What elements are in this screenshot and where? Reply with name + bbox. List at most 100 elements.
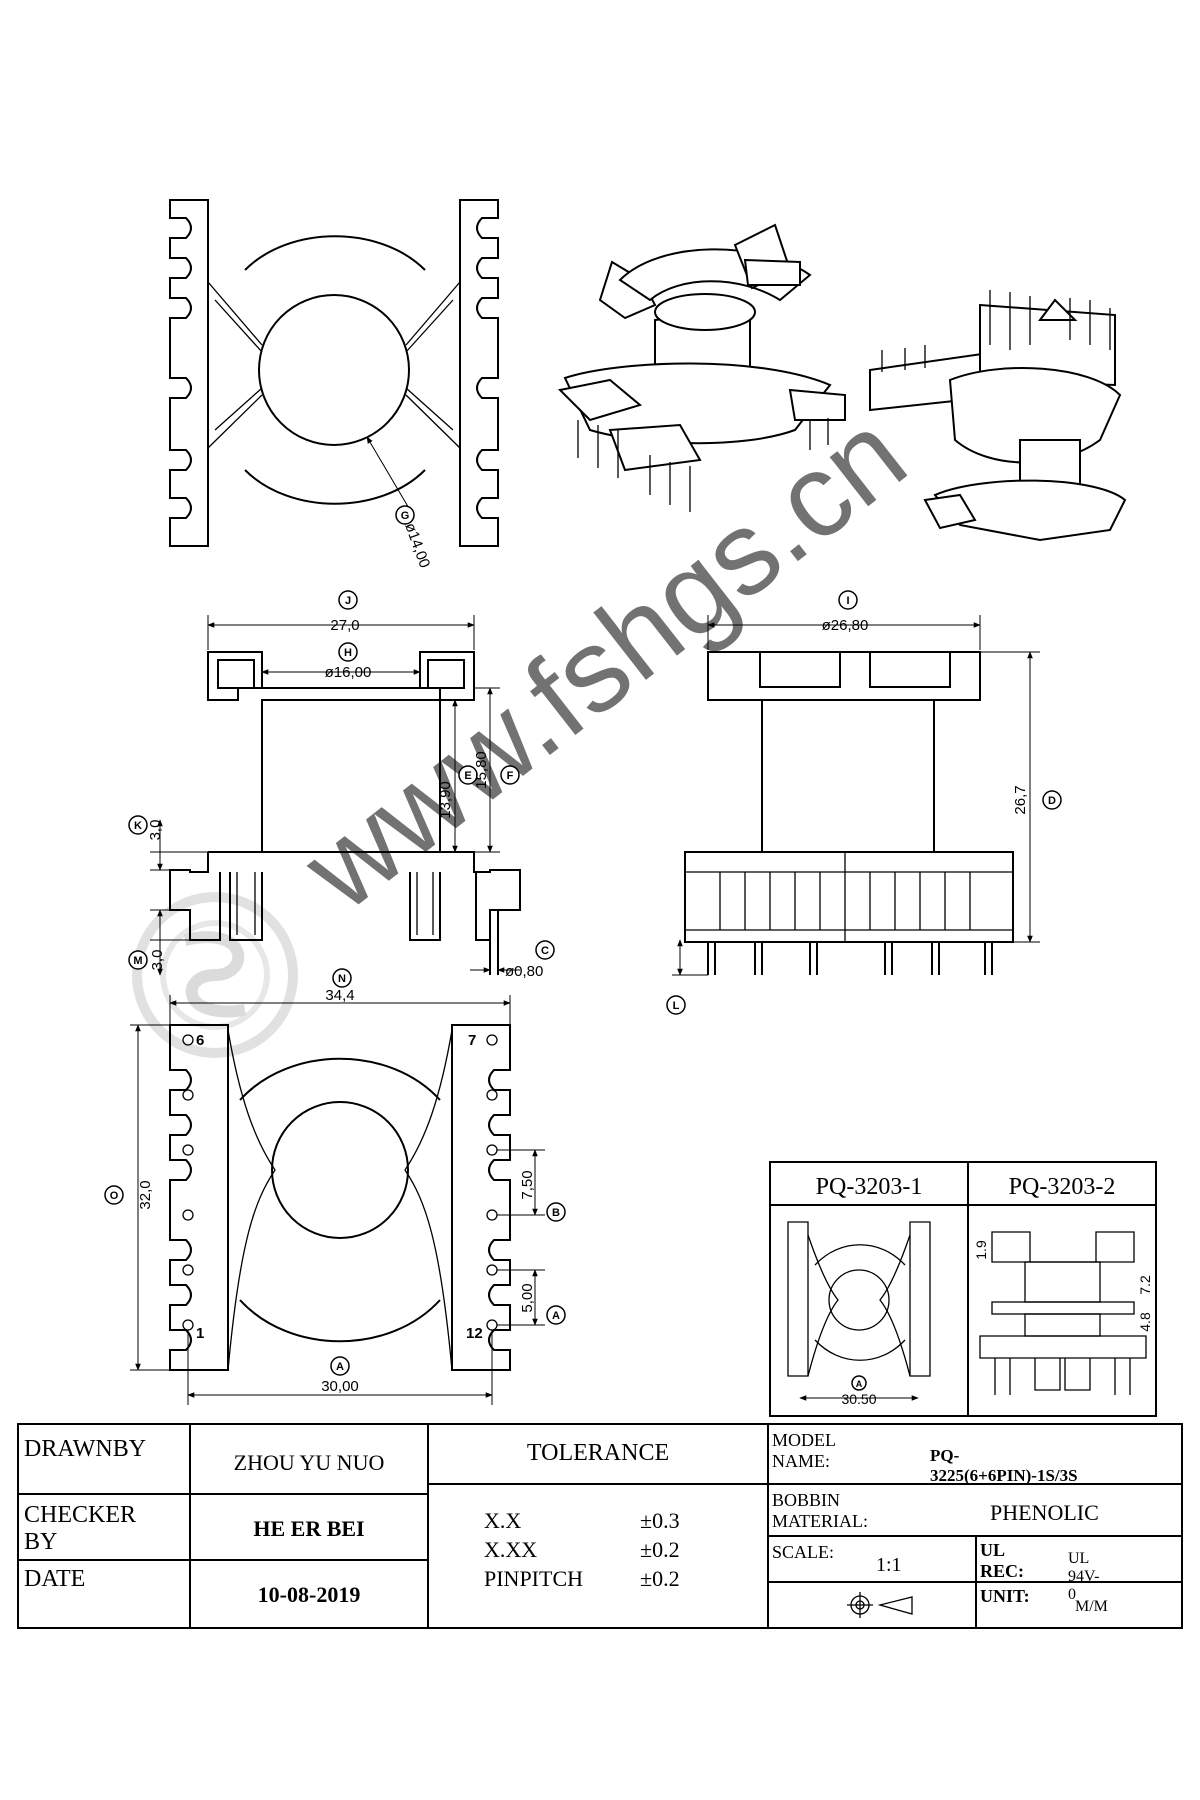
bubble-c: C [535, 940, 555, 960]
svg-text:M: M [133, 955, 142, 967]
front-view-bottom-flange [684, 851, 1014, 943]
projection-symbol [847, 1592, 913, 1618]
watermark-logo [132, 892, 298, 1058]
svg-text:E: E [464, 770, 471, 782]
dim-h-text: ø16,00 [325, 664, 372, 681]
variant-2-title: PQ-3203-2 [1009, 1174, 1116, 1200]
bubble-g: G [395, 505, 415, 525]
svg-text:O: O [110, 1190, 119, 1202]
top-view-core-hole [258, 294, 410, 446]
unit-label: UNIT: [980, 1586, 1030, 1606]
front-view-core [761, 699, 935, 853]
top-view: ø14,00 G [169, 199, 499, 571]
side-view-top-flange [207, 651, 475, 701]
bottom-view-right-rail [451, 1024, 511, 1371]
dim-n-text: 34,4 [325, 987, 354, 1004]
dim-d-text: 26,7 [1012, 785, 1029, 814]
bottom-view-flange-arcs [239, 1057, 441, 1343]
bubble-i: I [838, 590, 858, 610]
bubble-b2: A [546, 1305, 566, 1325]
bubble-n: N [332, 968, 352, 988]
svg-text:I: I [846, 595, 849, 607]
dim-k-text: 3,0 [147, 820, 164, 841]
variant-box: PQ-3203-1 PQ-3203-2 30.50 A 1.9 7.2 4.8 [769, 1161, 1157, 1417]
top-view-flange-outline [244, 235, 426, 505]
dim-j-text: 27,0 [330, 617, 359, 634]
front-view: ø26,80 I 26,7 D L [666, 590, 1062, 1015]
variant-1-drawing: 30.50 A [787, 1221, 931, 1407]
scale-label: SCALE: [772, 1542, 835, 1562]
dim-b1-text: 7,50 [519, 1170, 536, 1199]
svg-text:G: G [401, 510, 410, 522]
bubble-o: O [104, 1185, 124, 1205]
bottom-view-core-hole [271, 1101, 409, 1239]
bubble-a: A [330, 1356, 350, 1376]
unit-value: M/M [1075, 1598, 1108, 1615]
bottom-view: 6 7 1 12 34,4 N 32,0 O 7,50 B 5,00 A 30,… [104, 968, 566, 1405]
checker-value: HE ER BEI [253, 1516, 365, 1541]
svg-text:A: A [336, 1361, 344, 1373]
pin-label-6: 6 [196, 1032, 204, 1049]
title-block-grid [17, 1423, 1183, 1629]
dim-a-text: 30,00 [321, 1378, 359, 1395]
iso-view-1 [557, 223, 846, 512]
model-label: MODEL NAME: [772, 1430, 836, 1471]
scale-value: 1:1 [876, 1554, 902, 1576]
bottom-view-pin-holes [182, 1034, 498, 1331]
ulrec-value: UL 94V-0 [1068, 1550, 1100, 1603]
tol-pinpitch-label: PINPITCH [484, 1566, 584, 1591]
drawn-by-label: DRAWNBY [24, 1436, 147, 1462]
svg-text:A: A [856, 1379, 863, 1389]
side-view: 27,0 J ø16,00 H 13,90 E 15,80 F 3,0 K 3,… [128, 590, 555, 980]
front-view-top-flange [707, 651, 981, 701]
bubble-j: J [338, 590, 358, 610]
top-view-struts [207, 281, 461, 449]
drawn-by-value: ZHOU YU NUO [233, 1450, 385, 1475]
bubble-b1: B [546, 1202, 566, 1222]
variant-2-drawing: 1.9 7.2 4.8 [973, 1231, 1153, 1395]
dim-c-text: ø0,80 [505, 963, 543, 980]
tol-xx-label: X.X [484, 1508, 522, 1533]
svg-text:A: A [552, 1310, 560, 1322]
dim-b2-text: 5,00 [519, 1283, 536, 1312]
svg-text:B: B [552, 1207, 560, 1219]
svg-text:D: D [1048, 795, 1056, 807]
bubble-e: E [458, 765, 478, 785]
variant-1-title: PQ-3203-1 [816, 1174, 923, 1200]
svg-text:K: K [134, 820, 142, 832]
svg-text:C: C [541, 945, 549, 957]
svg-text:L: L [673, 1000, 680, 1012]
top-view-right-rail [459, 199, 499, 547]
material-label: BOBBIN MATERIAL: [772, 1490, 868, 1531]
svg-text:H: H [344, 647, 352, 659]
tolerance-label: TOLERANCE [526, 1440, 670, 1466]
watermark-text: www.fshgs.cn [279, 387, 930, 936]
dim-i-text: ø26,80 [822, 617, 869, 634]
pin-label-1: 1 [196, 1325, 204, 1342]
checker-label: CHECKER BY [24, 1502, 137, 1555]
tol-xxx-value: ±0.2 [640, 1537, 680, 1562]
variant-1-dim: 30.50 [841, 1391, 876, 1407]
bubble-f: F [500, 765, 520, 785]
side-view-bottom-flange [169, 851, 521, 941]
dim-m-text: 3,0 [149, 950, 166, 971]
dim-g-text: ø14,00 [401, 521, 433, 571]
dim-f-text: 15,80 [473, 751, 490, 789]
bubble-m: M [128, 950, 148, 970]
tol-pinpitch-value: ±0.2 [640, 1566, 680, 1591]
variant-2-dim-3: 4.8 [1137, 1312, 1153, 1332]
dim-o-text: 32,0 [137, 1180, 154, 1209]
svg-text:N: N [338, 973, 346, 985]
variant-2-dim-1: 1.9 [973, 1240, 989, 1260]
tol-xx-value: ±0.3 [640, 1508, 680, 1533]
dim-e-text: 13,90 [437, 781, 454, 819]
bottom-view-left-rail [169, 1024, 229, 1371]
pin-label-7: 7 [468, 1032, 476, 1049]
svg-text:F: F [507, 770, 514, 782]
variant-1-bubble: A [851, 1375, 867, 1391]
svg-text:J: J [345, 595, 351, 607]
bubble-h: H [338, 642, 358, 662]
top-view-left-rail [169, 199, 209, 547]
bubble-l: L [666, 995, 686, 1015]
